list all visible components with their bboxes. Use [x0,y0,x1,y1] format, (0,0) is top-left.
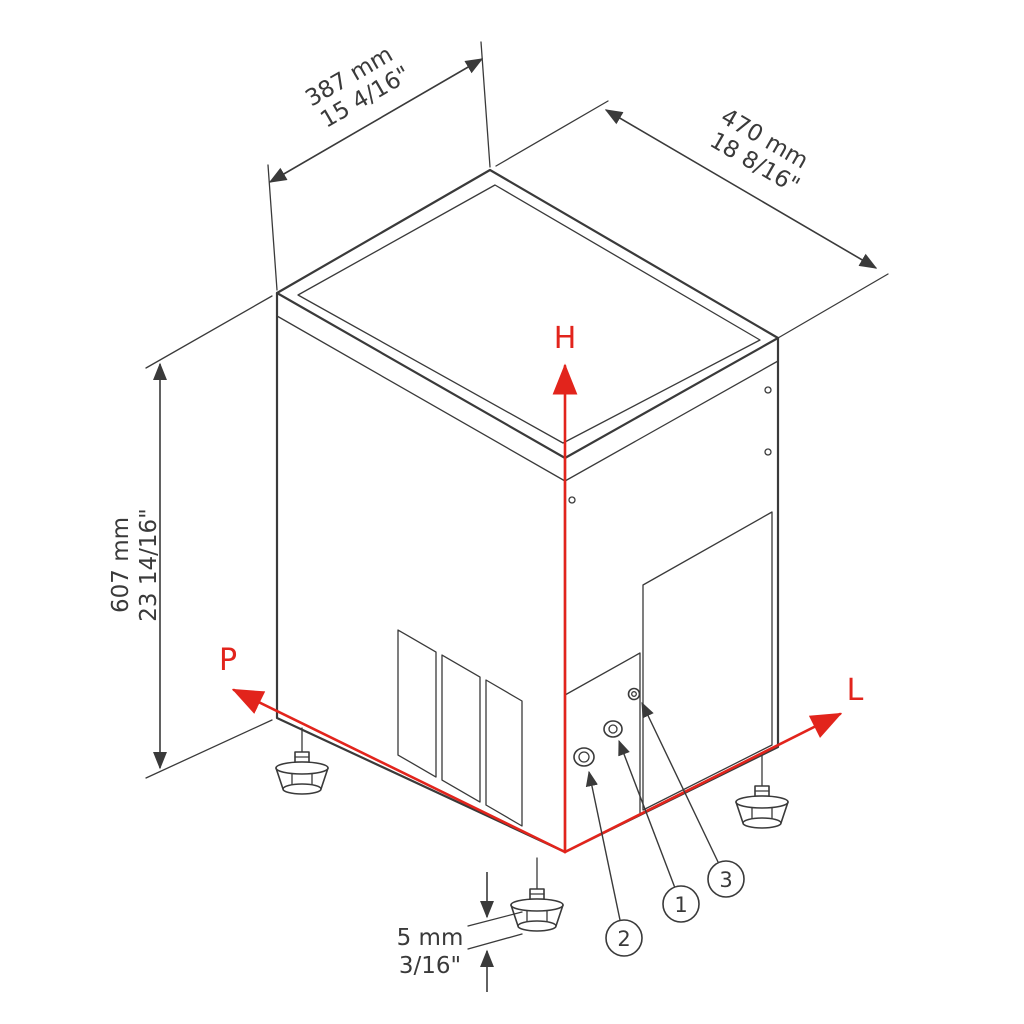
machine-body [275,168,789,932]
foot-front [510,888,564,932]
dim-foot-inch: 3/16" [399,953,461,979]
foot-left [275,751,329,795]
axis-p-label: P [219,643,237,678]
callout-2-label: 2 [617,927,630,951]
axes: H P L [219,321,864,854]
condenser-grille [642,511,773,811]
callout-1-label: 1 [674,893,687,917]
axis-l-line [563,712,843,854]
connection-panel [564,652,641,816]
vent-grille-left [397,629,523,827]
dim-height-mm: 607 mm [108,517,134,613]
dim-foot-mm: 5 mm [397,925,464,951]
svg-text:470 mm 18 8/16": 470 mm 18 8/16" [703,104,818,201]
dim-height: 607 mm 23 14/16" [108,295,273,779]
axis-l-label: L [847,673,864,708]
axis-p-line [231,688,567,854]
foot-right [735,785,789,829]
dim-foot: 5 mm 3/16" [397,872,523,992]
axis-h-label: H [554,321,577,356]
feet [275,727,789,932]
top-lid-inset [297,184,761,444]
callouts: 2 1 3 [585,701,745,957]
callout-2-bubble [605,919,643,957]
svg-text:387 mm 15 4/16": 387 mm 15 4/16" [301,38,416,135]
cabinet-outline [275,168,780,854]
callout-1-bubble [662,885,700,923]
callout-3-label: 3 [719,868,732,892]
callout-3-bubble [707,860,745,898]
dim-height-inch: 23 14/16" [136,508,162,621]
rivets [568,386,772,504]
